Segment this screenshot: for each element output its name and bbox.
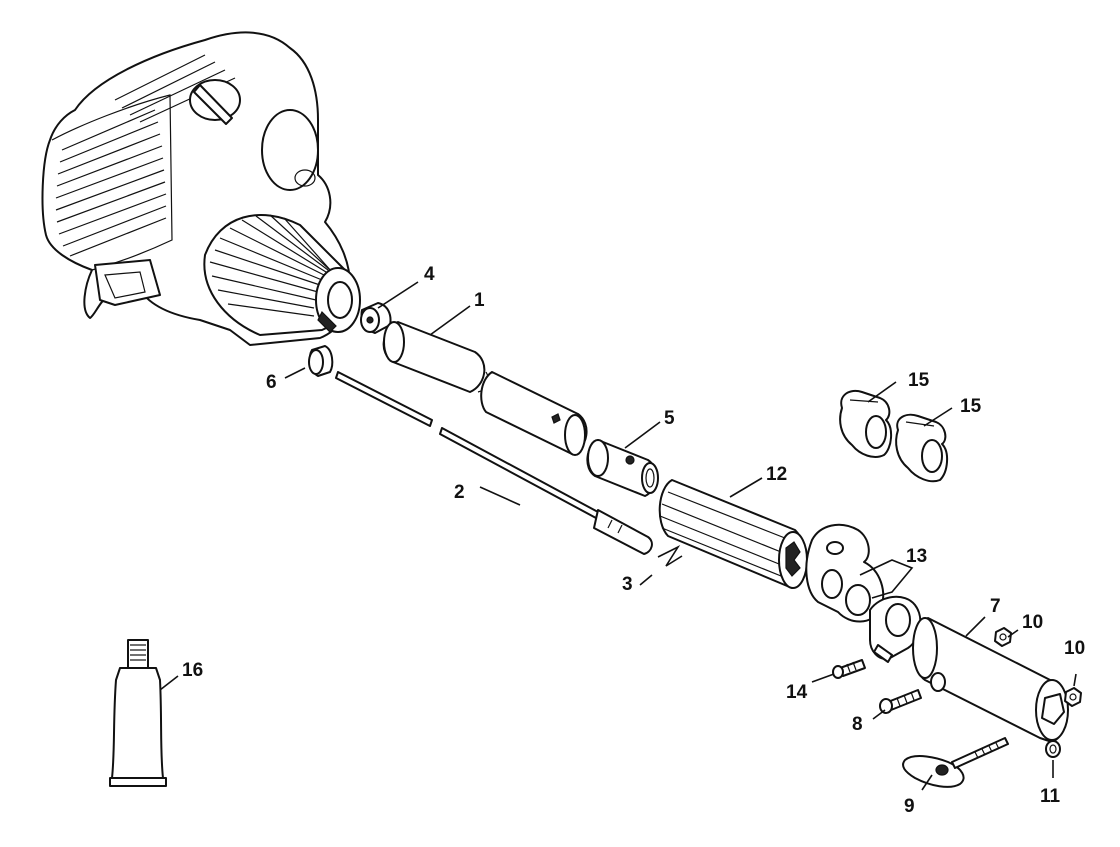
- label-part-15-a: 15: [908, 370, 930, 391]
- part-13-clamp: [805, 523, 922, 663]
- part-11-washer: [1045, 740, 1061, 758]
- leader-lines: [159, 281, 1077, 791]
- part-16-grease-tube: [109, 639, 167, 787]
- label-part-11: 11: [1040, 786, 1061, 807]
- label-part-6: 6: [266, 372, 277, 393]
- label-part-9: 9: [904, 796, 915, 817]
- part-1-tube-section-a: [382, 321, 490, 393]
- part-6-sleeve: [308, 345, 334, 377]
- part-7-handle-tube: [912, 617, 1069, 743]
- label-part-12: 12: [766, 464, 787, 485]
- engine-housing: [41, 31, 361, 346]
- label-part-10-b: 10: [1064, 638, 1085, 659]
- part-9-wing-screw: [902, 737, 1009, 788]
- part-12-damper: [658, 479, 808, 589]
- label-part-7: 7: [990, 596, 1001, 617]
- label-part-4: 4: [424, 264, 435, 285]
- part-4-bushing: [360, 302, 392, 334]
- label-part-10-a: 10: [1022, 612, 1043, 633]
- label-part-13: 13: [906, 546, 927, 567]
- part-number-labels: 4 1 6 5 2 12 3 15 15 13 7 10 10 14 8 9 1…: [182, 264, 1085, 817]
- part-5-coupling: [586, 439, 659, 497]
- label-part-15-b: 15: [960, 396, 982, 417]
- label-part-3: 3: [622, 574, 633, 595]
- part-2-drive-shaft: [335, 371, 653, 555]
- label-part-8: 8: [852, 714, 863, 735]
- label-part-5: 5: [664, 408, 675, 429]
- part-15-clip-b: [895, 413, 948, 483]
- part-1-tube-section-b: [480, 371, 588, 456]
- label-part-1: 1: [474, 290, 485, 311]
- part-3-spring-clip: [657, 545, 683, 567]
- part-10-nut-right: [1064, 687, 1082, 707]
- part-8-screw: [879, 689, 922, 714]
- label-part-16: 16: [182, 660, 203, 681]
- part-10-nut-upper: [994, 627, 1012, 647]
- part-15-clip-a: [839, 389, 892, 458]
- label-part-2: 2: [454, 482, 465, 503]
- label-part-14: 14: [786, 682, 808, 703]
- part-14-screw: [832, 659, 866, 679]
